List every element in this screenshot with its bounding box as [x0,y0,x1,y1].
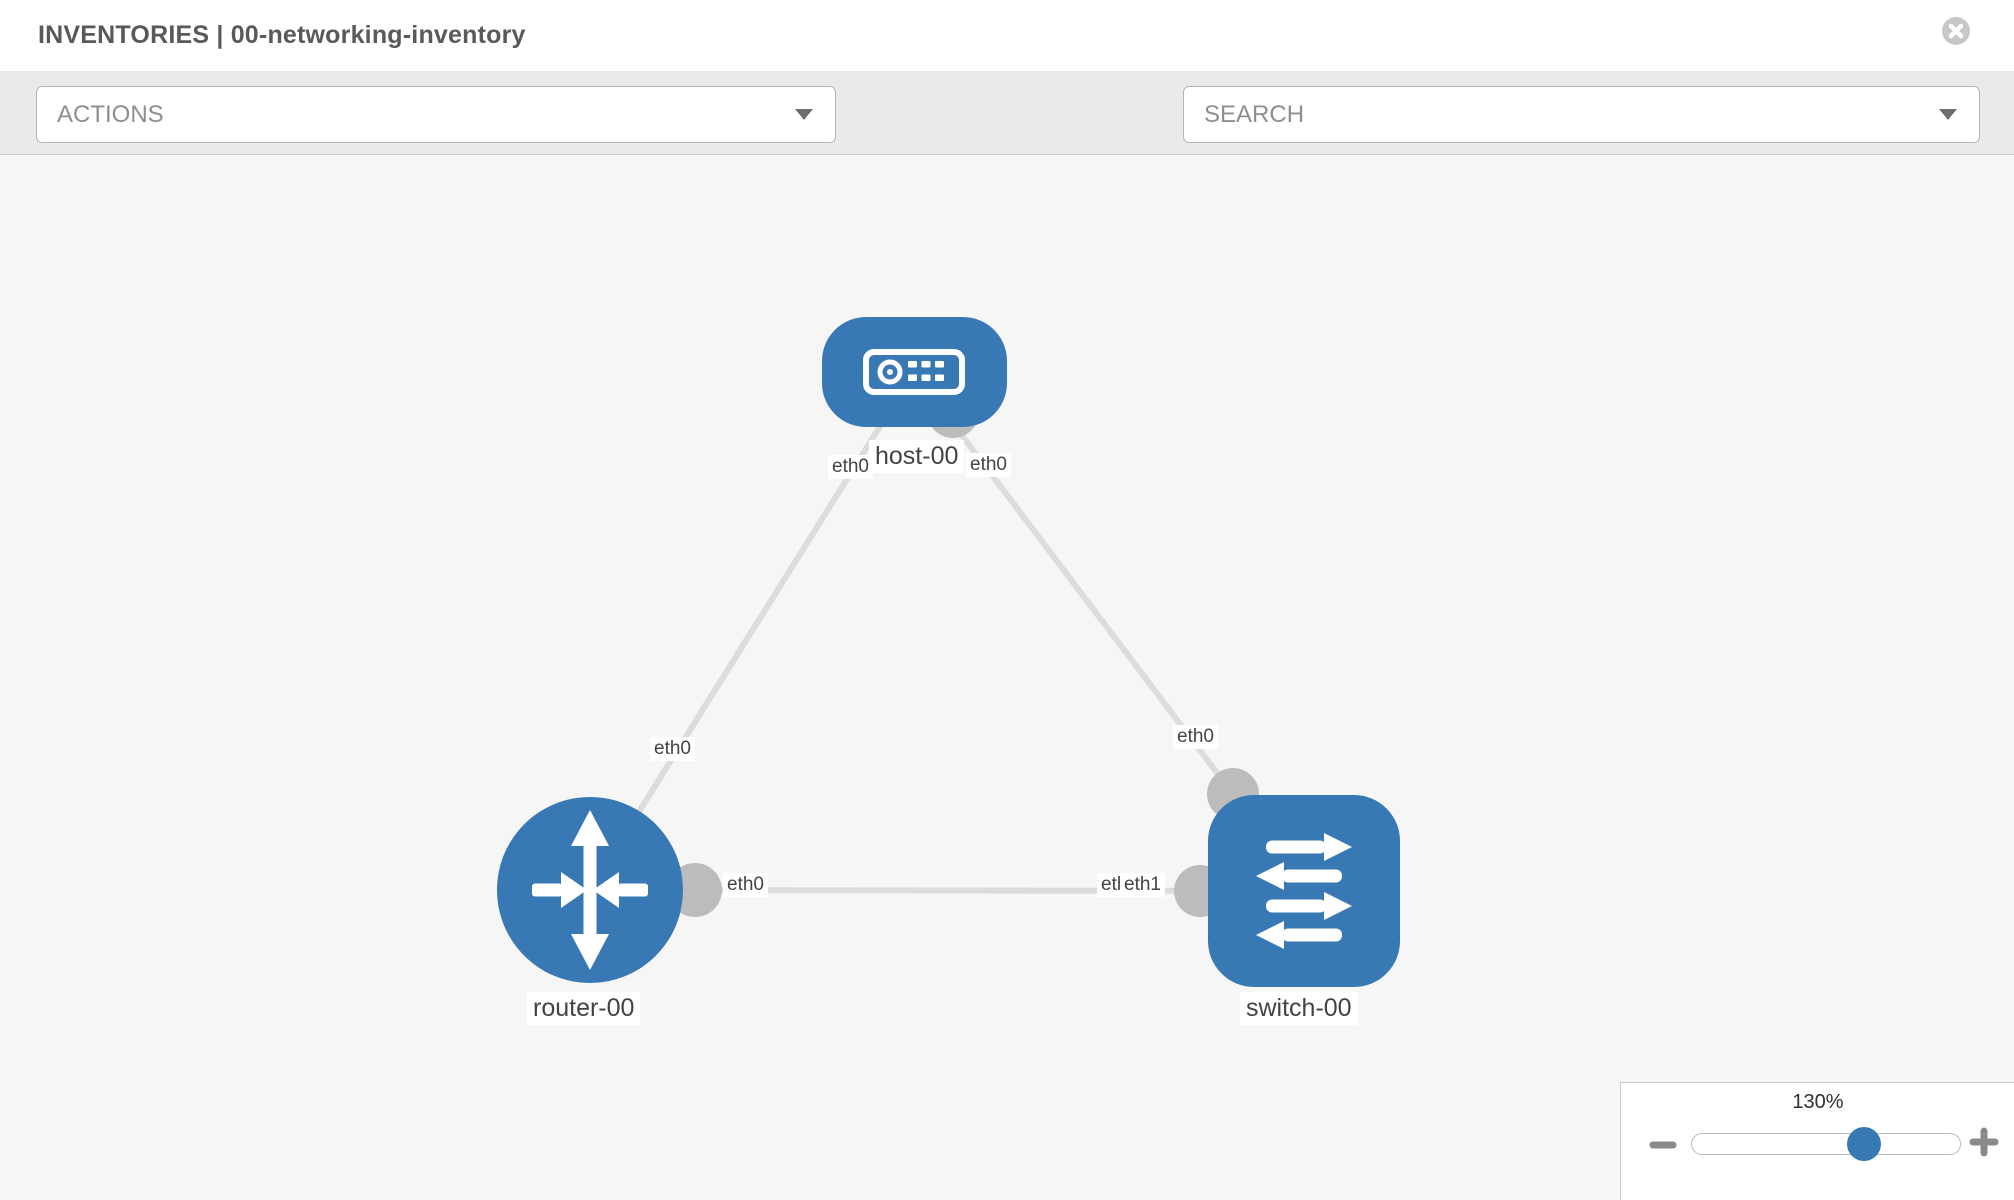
topology-canvas[interactable] [0,155,2014,1200]
header: INVENTORIES | 00-networking-inventory [0,0,2014,71]
host-icon [863,349,965,395]
actions-dropdown[interactable]: ACTIONS [36,86,836,143]
interface-label-router-eth0: eth0 [723,873,768,897]
interface-label-host-eth0-left: eth0 [828,455,873,479]
page-title: INVENTORIES | 00-networking-inventory [38,21,526,49]
minus-icon [1649,1141,1677,1149]
link-host-switch[interactable] [911,370,1236,796]
node-label-router-00: router-00 [527,992,641,1025]
node-switch-00[interactable] [1208,795,1400,987]
zoom-in-button[interactable] [1967,1125,2001,1164]
actions-dropdown-label: ACTIONS [57,100,164,128]
topology-graph [497,317,1400,987]
zoom-slider-track[interactable] [1691,1133,1961,1155]
interface-label-host-eth0-right: eth0 [966,453,1011,477]
node-label-switch-00: switch-00 [1240,992,1358,1025]
node-label-host-00: host-00 [869,440,965,473]
close-icon [1948,23,1964,39]
zoom-out-button[interactable] [1649,1131,1677,1164]
interface-label-router-eth0-uplink: eth0 [650,737,695,761]
search-dropdown[interactable]: SEARCH [1183,86,1980,143]
chevron-down-icon [1939,109,1957,120]
router-icon [532,810,648,970]
chevron-down-icon [795,109,813,120]
toolbar: ACTIONS SEARCH [0,71,2014,202]
switch-icon [1256,833,1352,949]
node-router-00[interactable] [497,797,683,983]
search-input[interactable]: SEARCH [1204,100,1305,128]
zoom-level-value: 130% [1792,1091,1844,1113]
node-host-00[interactable] [822,317,1007,427]
close-button[interactable] [1942,17,1970,45]
zoom-slider-thumb[interactable] [1847,1127,1881,1161]
interface-label-switch-eth0: eth0 [1173,725,1218,749]
interface-label-switch-eth1: eth1 [1120,873,1165,897]
zoom-panel: 130% [1620,1082,2014,1200]
plus-icon [1969,1127,1999,1157]
